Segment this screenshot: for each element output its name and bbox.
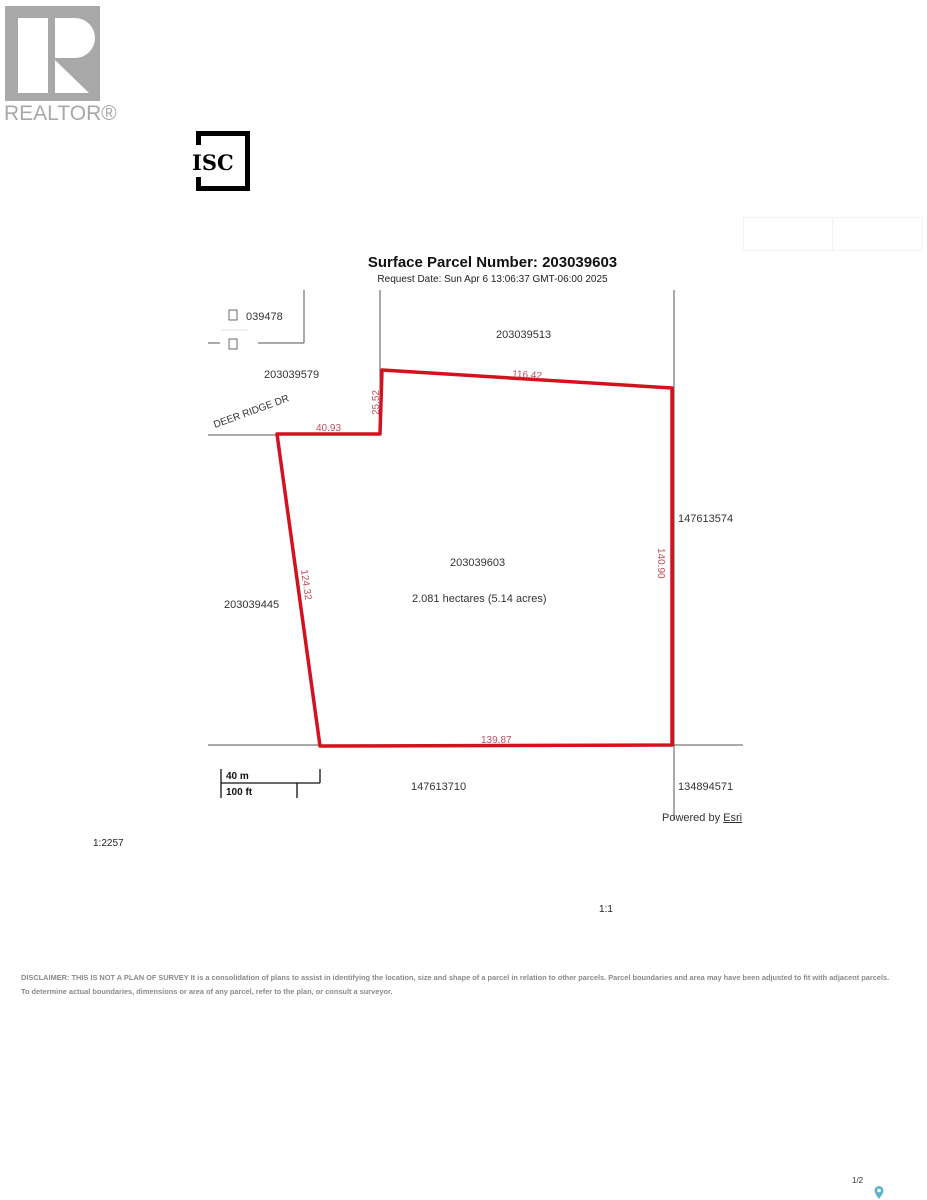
request-date: Request Date: Sun Apr 6 13:06:37 GMT-06:…: [377, 274, 608, 285]
subject-parcel-boundary[interactable]: [275, 368, 674, 748]
realtor-wordmark: REALTOR®: [4, 102, 117, 125]
disclaimer: DISCLAIMER: THIS IS NOT A PLAN OF SURVEY…: [21, 973, 890, 996]
parcel-label-s: 147613710: [411, 781, 466, 793]
print-scale-ratio: 1:1: [599, 904, 613, 915]
page-number: 1/2: [852, 1176, 864, 1185]
edge-length-east: 140.90: [655, 548, 666, 579]
map-scale-ratio: 1:2257: [93, 838, 124, 849]
parcel-label-w-upper: 203039579: [264, 369, 319, 381]
parcel-label-n: 203039513: [496, 329, 551, 341]
scale-bar-metric: 40 m: [226, 771, 249, 782]
svg-text:ISC: ISC: [192, 150, 234, 175]
scale-bar-imperial: 100 ft: [226, 787, 253, 798]
parcel-label-nw: 039478: [246, 311, 283, 323]
edge-length-notch-horizontal: 40.93: [316, 423, 341, 434]
esri-link[interactable]: Esri: [723, 812, 743, 824]
subject-parcel-label: 203039603: [450, 557, 505, 569]
powered-by-text: Powered by: [662, 812, 721, 824]
realtor-logo: [5, 6, 100, 101]
parcel-area: 2.081 hectares (5.14 acres): [412, 593, 547, 605]
parcel-label-se: 134894571: [678, 781, 733, 793]
esri-attribution: Powered by Esri: [662, 812, 742, 824]
faint-toolbar: [743, 217, 923, 251]
scale-bar: [220, 769, 321, 798]
edge-length-south: 139.87: [481, 735, 512, 746]
page-title: Surface Parcel Number: 203039603: [367, 254, 618, 271]
location-pin-icon: [874, 1186, 884, 1199]
small-square-icon: [228, 338, 238, 350]
edge-length-notch-vertical: 25.52: [371, 390, 382, 415]
parcel-label-w: 203039445: [224, 599, 279, 611]
edge-length-west: 124.32: [298, 569, 313, 601]
parcel-label-e: 147613574: [678, 513, 733, 525]
isc-logo: ISC: [192, 131, 250, 191]
edge-length-north: 116.42: [512, 369, 543, 382]
small-square-icon: [228, 309, 238, 321]
road-label: DEER RIDGE DR: [212, 393, 290, 431]
